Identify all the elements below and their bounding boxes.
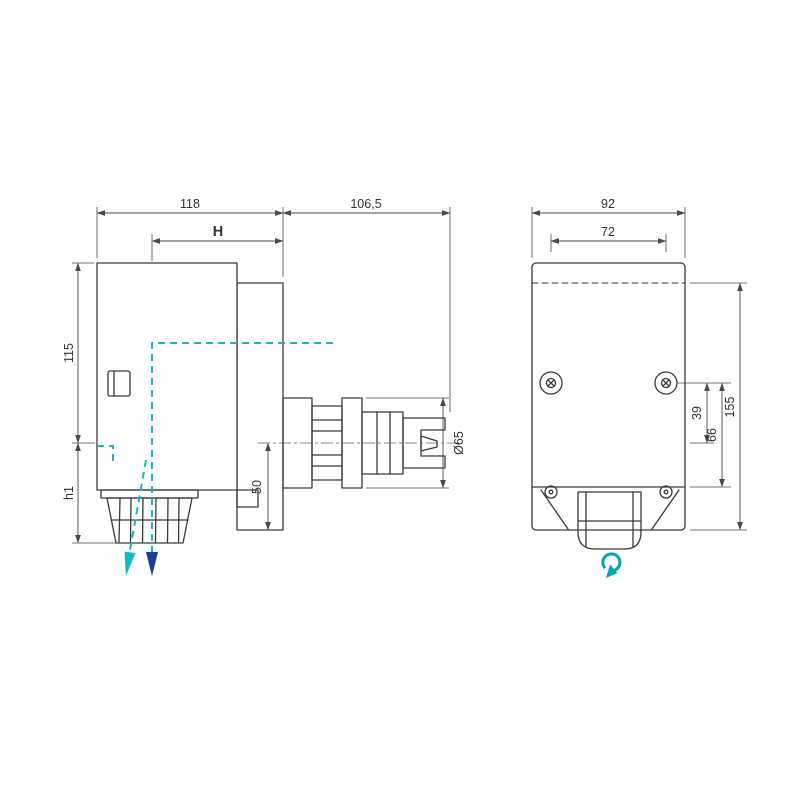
- spindle-drive-tang: [420, 435, 438, 452]
- flange-key-block: [236, 489, 259, 508]
- dim-label-h: H: [213, 224, 223, 240]
- dim-label-39: 39: [690, 406, 704, 420]
- collet-nut-front: [577, 491, 642, 550]
- front-view: 92 72 39 66 155: [531, 197, 747, 578]
- side-view: 118 106,5 H 115 h1 50 Ø65: [62, 197, 466, 576]
- front-cover-left-chamfer: [540, 489, 569, 530]
- front-corner-screw-left: [544, 485, 558, 499]
- dim-label-92: 92: [601, 197, 615, 211]
- collet-nut-side: [106, 497, 193, 544]
- side-clamp-knob: [107, 370, 131, 397]
- dim-label-72: 72: [601, 225, 615, 239]
- mounting-screw-right: [654, 371, 678, 395]
- side-view-dimension-lines: [75, 210, 451, 544]
- front-view-part-outline: [531, 262, 686, 550]
- side-view-part-outline: [96, 262, 446, 544]
- dim-label-dia65: Ø65: [452, 431, 466, 455]
- front-view-dimension-lines: [531, 210, 743, 531]
- front-view-extension-lines: [531, 207, 747, 531]
- dim-label-h1: h1: [62, 486, 76, 500]
- housing-body: [96, 262, 238, 491]
- chuck-flange-plate: [100, 489, 199, 499]
- front-cover-right-chamfer: [651, 489, 680, 530]
- mounting-screw-left: [539, 371, 563, 395]
- dim-label-115: 115: [62, 343, 76, 363]
- front-corner-screw-right: [659, 485, 673, 499]
- dim-label-155: 155: [723, 397, 737, 418]
- dim-label-118: 118: [180, 197, 200, 211]
- dim-label-106-5: 106,5: [350, 197, 381, 211]
- coolant-inlet-path: [97, 445, 114, 461]
- dim-label-50: 50: [250, 480, 264, 494]
- coolant-flow-lines: [97, 342, 333, 552]
- rotation-icon: [601, 552, 622, 578]
- internal-coolant-path: [151, 342, 333, 552]
- internal-coolant-arrow-icon: [146, 552, 158, 576]
- dim-label-66: 66: [705, 428, 719, 442]
- external-coolant-arrow-icon: [124, 551, 136, 576]
- external-coolant-path: [129, 459, 147, 551]
- front-housing-body: [531, 262, 686, 531]
- collet-chuck-side: [100, 489, 199, 544]
